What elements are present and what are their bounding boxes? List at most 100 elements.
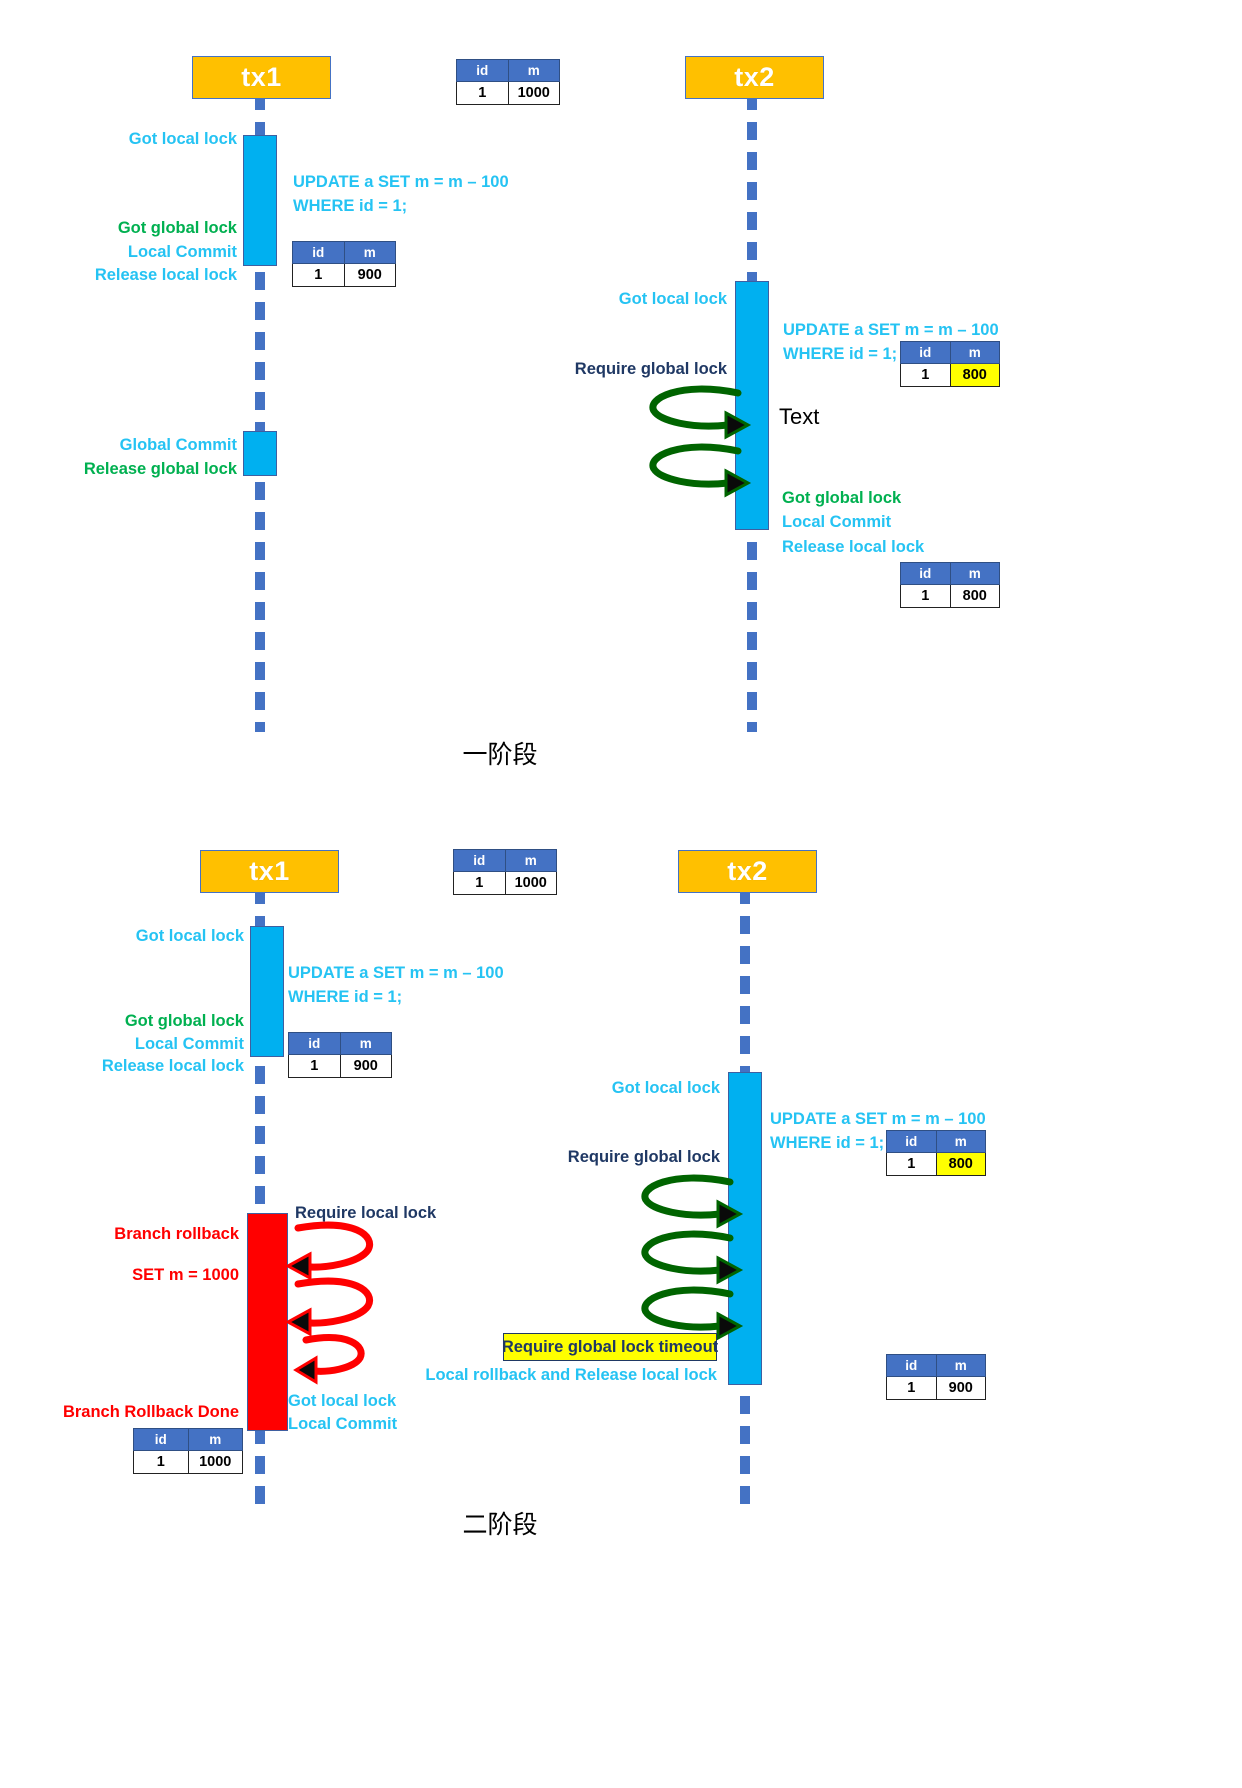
phase2-tx1-local-commit-2-label: Local Commit (288, 1415, 398, 1433)
phase1-tx2-release-local-lock-label: Release local lock (782, 538, 925, 556)
phase2-tx1-retry-arrows (284, 1221, 373, 1385)
table-cell: 900 (339, 1054, 392, 1078)
table-header-cell: m (339, 1032, 392, 1055)
table-cell-highlighted: 800 (949, 363, 1000, 387)
phase1-tx2-sql: UPDATE a SET m = m – 100 WHERE id = 1; (783, 321, 999, 363)
phase2-tx2-table-final: id m 1 900 (886, 1354, 986, 1400)
phase2-tx1-header: tx1 (200, 850, 339, 893)
phase1-tx1-sql: UPDATE a SET m = m – 100 WHERE id = 1; (293, 173, 509, 215)
table-header-cell: m (507, 59, 560, 82)
phase2-tx1-lifeline (255, 886, 265, 1506)
phase1-retry-arrows (649, 385, 752, 498)
phase2-tx1-got-global-lock-label: Got global lock (124, 1012, 244, 1030)
retry-arrowhead-1 (716, 1199, 744, 1229)
phase1-tx2-local-commit-label: Local Commit (782, 513, 892, 531)
table-row: 1 800 (900, 584, 1000, 608)
table-cell: 900 (935, 1376, 986, 1400)
retry-arrowhead-2 (716, 1255, 744, 1285)
phase2-tx1-set-m-label: SET m = 1000 (132, 1266, 239, 1284)
retry-arc-2 (649, 443, 742, 488)
retry-arrowhead-2 (724, 468, 752, 498)
table-cell: 1 (292, 263, 345, 287)
table-cell: 1 (456, 81, 509, 105)
phase2-tx1-activation-1 (250, 926, 284, 1057)
phase1-caption: 一阶段 (462, 740, 538, 769)
table-header-cell: id (900, 341, 951, 364)
phase1-tx1-got-global-lock-label: Got global lock (117, 219, 237, 237)
table-row: 1 900 (288, 1054, 392, 1078)
phase2-tx1-table-after: id m 1 900 (288, 1032, 392, 1078)
phase1-tx1-activation-2 (243, 431, 277, 476)
retry-arrowhead-3 (716, 1311, 744, 1341)
retry-arc-2 (294, 1277, 373, 1327)
phase2-tx1-require-local-lock-label: Require local lock (295, 1204, 437, 1222)
table-header-cell: m (187, 1428, 243, 1451)
phase2-tx2-table-pending: id m 1 800 (886, 1130, 986, 1176)
table-header-cell: m (935, 1130, 986, 1153)
phase2-tx1-got-local-lock-label: Got local lock (135, 927, 244, 945)
phase2-caption: 二阶段 (462, 1510, 538, 1539)
table-row: 1 1000 (456, 81, 560, 105)
retry-arrowhead-2 (284, 1307, 312, 1337)
phase1-tx2-header: tx2 (685, 56, 824, 99)
table-row: 1 1000 (133, 1450, 243, 1474)
table-cell: 1 (900, 584, 951, 608)
phase2-tx1-release-local-lock-label: Release local lock (101, 1057, 244, 1075)
phase2-tx2-local-rollback-label: Local rollback and Release local lock (425, 1366, 717, 1384)
phase1-tx1-table-after: id m 1 900 (292, 241, 396, 287)
retry-arrowhead-1 (284, 1251, 312, 1281)
phase1-tx2-got-global-lock-label: Got global lock (782, 489, 902, 507)
table-header-cell: id (886, 1130, 937, 1153)
retry-arc-1 (649, 385, 742, 430)
phase1-tx1-activation-1 (243, 135, 277, 266)
table-header-cell: m (504, 849, 557, 872)
retry-arrowhead-1 (724, 410, 752, 440)
table-header-cell: m (935, 1354, 986, 1377)
table-cell: 1000 (187, 1450, 243, 1474)
table-header-cell: id (456, 59, 509, 82)
table-cell: 1 (886, 1152, 937, 1176)
phase1-tx1-global-commit-label: Global Commit (119, 436, 237, 454)
phase2-tx2-got-local-lock-label: Got local lock (611, 1079, 720, 1097)
phase2-tx1-got-local-lock-2-label: Got local lock (288, 1392, 397, 1410)
phase1-tx2-got-local-lock-label: Got local lock (618, 290, 727, 308)
phase2-tx2-timeout-box: Require global lock timeout (502, 1333, 718, 1361)
table-cell: 900 (343, 263, 396, 287)
table-row: 1 900 (886, 1376, 986, 1400)
phase1-tx1-lifeline (255, 92, 265, 732)
table-row: 1 1000 (453, 871, 557, 895)
phase1-tx2-table-after: id m 1 800 (900, 562, 1000, 608)
table-header-cell: id (886, 1354, 937, 1377)
phase1-tx1-got-local-lock-label: Got local lock (128, 130, 237, 148)
phase2-tx1-table-rollback: id m 1 1000 (133, 1428, 243, 1474)
phase2-tx2-require-global-lock-label: Require global lock (567, 1148, 720, 1166)
phase2-tx1-sql: UPDATE a SET m = m – 100 WHERE id = 1; (288, 964, 504, 1006)
table-header-cell: m (949, 341, 1000, 364)
retry-arc-3 (302, 1334, 365, 1375)
phase1-tx2-require-global-lock-label: Require global lock (574, 360, 727, 378)
table-cell: 1000 (507, 81, 560, 105)
table-header-cell: id (292, 241, 345, 264)
phase1-tx2-table-pending: id m 1 800 (900, 341, 1000, 387)
table-header-cell: id (288, 1032, 341, 1055)
phase2-tx2-header: tx2 (678, 850, 817, 893)
table-cell: 1 (288, 1054, 341, 1078)
phase1-initial-table: id m 1 1000 (456, 59, 560, 105)
phase1-tx1-release-global-lock-label: Release global lock (83, 460, 237, 478)
phase1-tx1-header: tx1 (192, 56, 331, 99)
table-cell: 1000 (504, 871, 557, 895)
phase2-tx2-sql: UPDATE a SET m = m – 100 WHERE id = 1; (770, 1110, 986, 1152)
table-cell: 800 (949, 584, 1000, 608)
retry-arrowhead-3 (293, 1355, 318, 1385)
phase1-tx1-release-local-lock-label: Release local lock (94, 266, 237, 284)
table-cell: 1 (453, 871, 506, 895)
phase1-tx2-text-note: Text (779, 404, 820, 429)
retry-arc-1 (294, 1221, 373, 1271)
phase2-tx2-activation-1 (728, 1072, 762, 1385)
table-header-cell: id (900, 562, 951, 585)
retry-arc-2 (641, 1230, 734, 1275)
phase2-tx1-branch-rollback-label: Branch rollback (114, 1225, 239, 1243)
table-row: 1 800 (886, 1152, 986, 1176)
phase2-tx1-rollback-activation (247, 1213, 288, 1431)
phase1-tx1-local-commit-label: Local Commit (127, 243, 237, 261)
